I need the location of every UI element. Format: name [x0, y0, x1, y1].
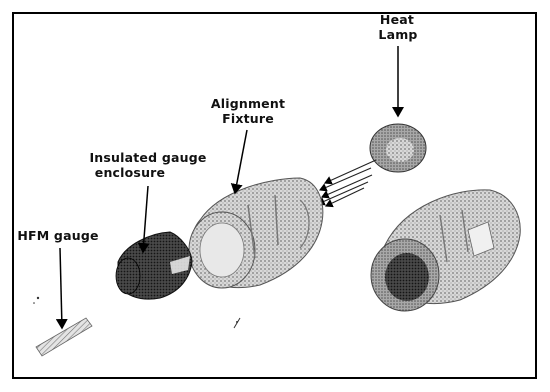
alignment-fixture-label-line1: Alignment: [211, 96, 285, 111]
insulated-enclosure-label-line2: enclosure: [95, 165, 165, 180]
alignment-fixture-label-line2: Fixture: [222, 111, 274, 126]
insulated-enclosure-label-line1: Insulated gauge: [89, 150, 206, 165]
heat-lamp-label-line2: Lamp: [378, 27, 417, 42]
heat-lamp: [370, 124, 426, 172]
hfm-gauge-label: HFM gauge: [17, 228, 98, 243]
heat-lamp-label-line1: Heat: [380, 12, 414, 27]
